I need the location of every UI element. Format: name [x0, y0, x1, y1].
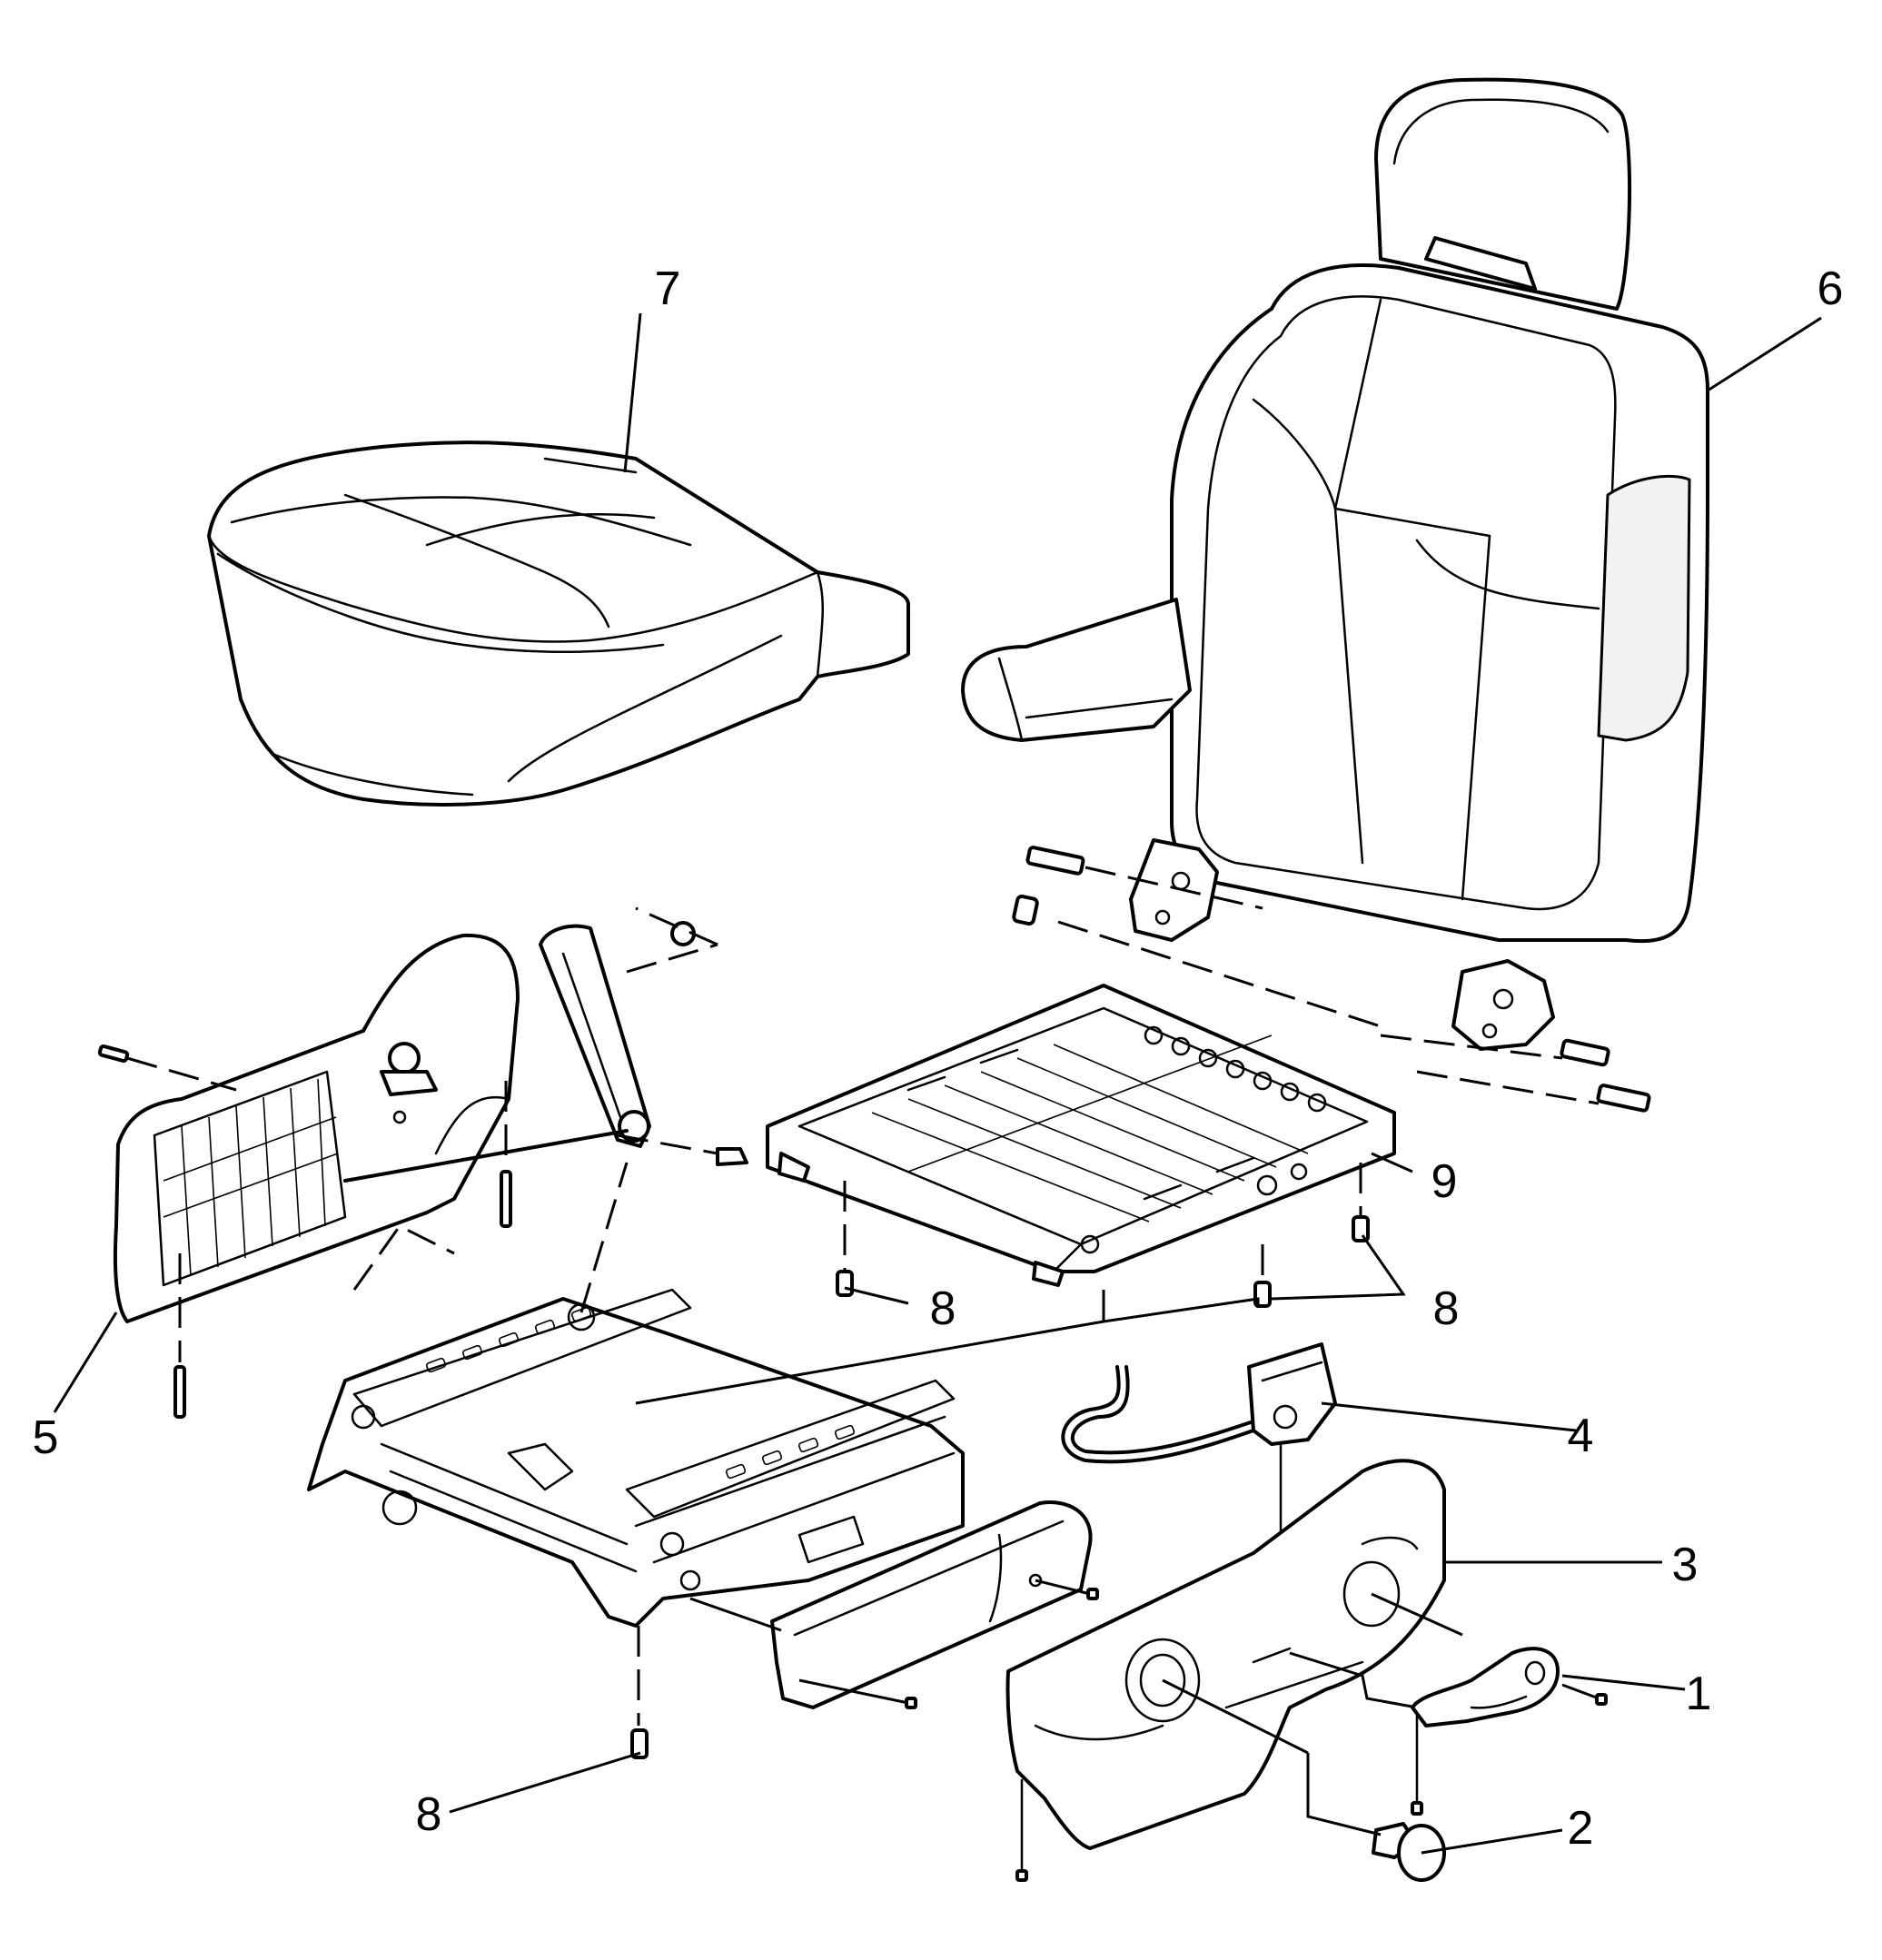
side-shield-outboard — [1005, 1459, 1463, 1882]
wiring-harness — [1061, 1342, 1337, 1546]
callout-8c: 8 — [416, 1788, 442, 1841]
adjuster-bolt-bottom — [630, 1626, 649, 1759]
callout-4: 4 — [1568, 1410, 1594, 1462]
recliner-lever — [343, 906, 748, 1183]
track-cover — [689, 1500, 1099, 1709]
callout-2: 2 — [1568, 1802, 1594, 1855]
callout-1: 1 — [1686, 1668, 1712, 1720]
seat-cushion — [207, 441, 910, 807]
callout-8b: 8 — [1433, 1282, 1460, 1335]
callout-6: 6 — [1818, 262, 1844, 315]
callout-8a: 8 — [930, 1282, 956, 1335]
callout-9: 9 — [1431, 1155, 1458, 1208]
callout-leaders — [53, 312, 1822, 1855]
callout-5: 5 — [33, 1411, 59, 1464]
seat-back — [961, 77, 1709, 1051]
seat-frame-pan — [766, 984, 1396, 1287]
callout-labels: 7 6 9 8 8 4 5 3 1 2 8 — [33, 262, 1844, 1855]
recliner-bolts — [1012, 846, 1651, 1113]
side-shield-inboard — [97, 933, 520, 1419]
callout-3: 3 — [1672, 1539, 1699, 1591]
adjust-knob — [1306, 1753, 1446, 1882]
callout-7: 7 — [655, 262, 681, 315]
recline-handle — [1411, 1647, 1608, 1727]
seat-adjuster-track — [307, 1162, 965, 1628]
